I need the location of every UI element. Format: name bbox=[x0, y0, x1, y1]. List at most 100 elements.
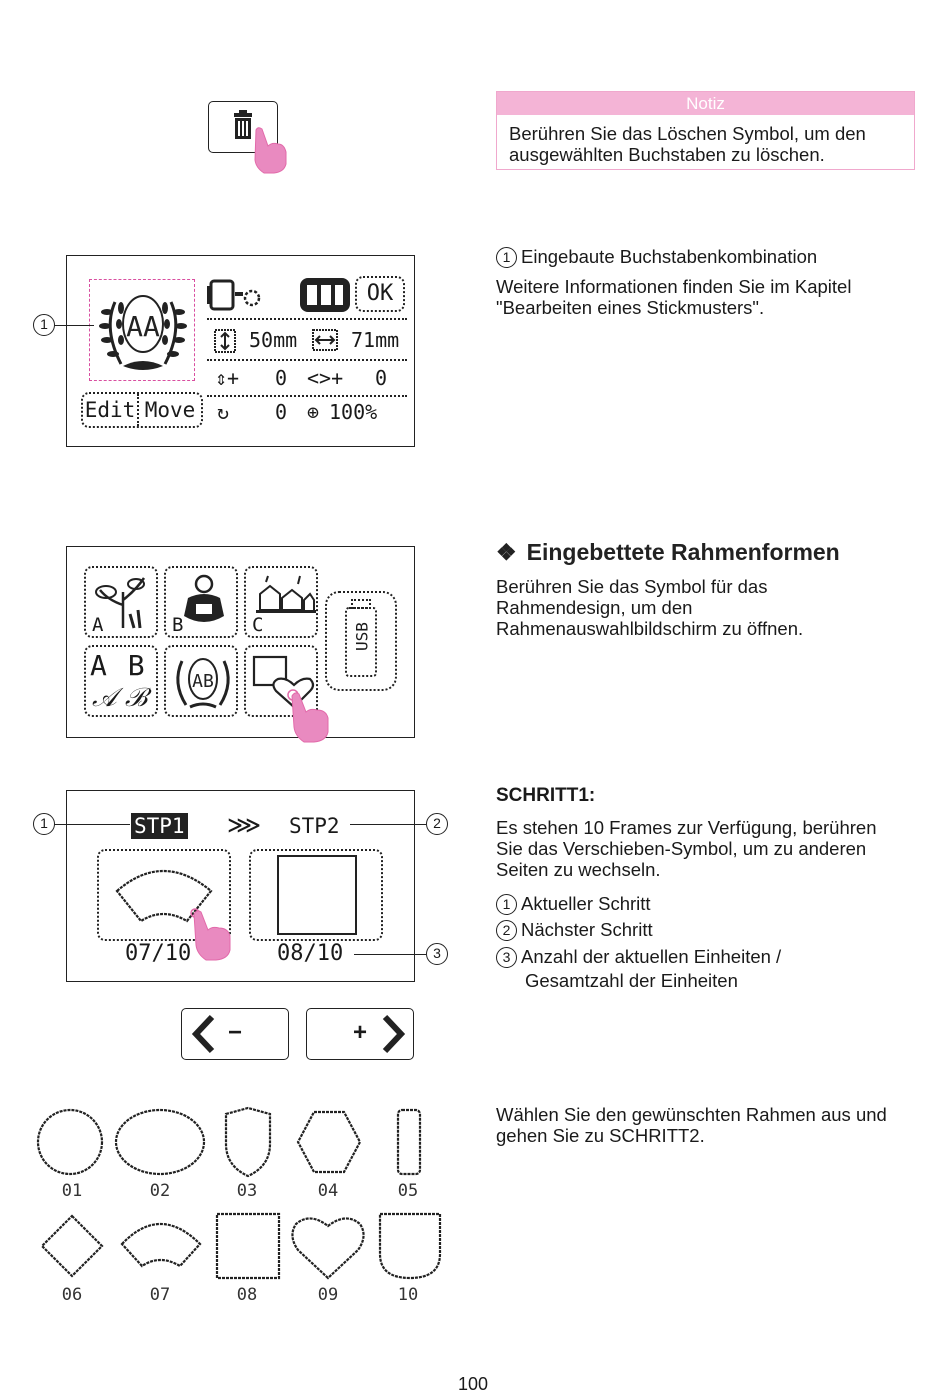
frame-shape-hexagon bbox=[296, 1110, 362, 1174]
svg-text:AB: AB bbox=[192, 671, 214, 692]
note-box: Notiz Berühren Sie das Löschen Symbol, u… bbox=[496, 91, 915, 170]
choose-frame-text: Wählen Sie den gewünschten Rahmen aus un… bbox=[496, 1104, 887, 1146]
step-arrows: ⋙ bbox=[227, 811, 262, 839]
frame-option-next[interactable] bbox=[249, 849, 383, 941]
category-tile-frames[interactable] bbox=[244, 645, 318, 717]
step1-body: Es stehen 10 Frames zur Verfügung, berüh… bbox=[496, 817, 877, 880]
frame-shapes-icon bbox=[252, 655, 315, 709]
circled-number: 1 bbox=[496, 247, 517, 268]
builtin-body: Weitere Informationen finden Sie im Kapi… bbox=[496, 276, 852, 318]
zoom-icon[interactable]: ⊕ bbox=[307, 400, 320, 424]
width-value: 71mm bbox=[351, 328, 400, 352]
step1-item-text: Anzahl der aktuellen Einheiten / Gesamtz… bbox=[521, 946, 782, 991]
next-label: + bbox=[353, 1019, 368, 1046]
lcd-screen-categories: A B C USB A B 𝒜 ℬ AB bbox=[66, 546, 415, 738]
frame-shapes-grid bbox=[36, 1106, 442, 1280]
frame-shape-fan bbox=[120, 1223, 202, 1268]
circled-number: 3 bbox=[496, 947, 517, 968]
trash-icon bbox=[234, 110, 252, 139]
character-icon bbox=[184, 574, 224, 622]
frames-heading: ❖ Eingebettete Rahmenformen bbox=[496, 539, 840, 566]
rotate-icon[interactable]: ↻ bbox=[217, 400, 230, 424]
category-tile-a[interactable]: A bbox=[84, 566, 158, 638]
horizontal-offset-value: 0 bbox=[375, 366, 388, 390]
script-ab: 𝒜 ℬ bbox=[92, 683, 147, 713]
zoom-value: 100% bbox=[329, 400, 378, 424]
frames-heading-text: Eingebettete Rahmenformen bbox=[526, 539, 840, 565]
frame-number-label: 07 bbox=[149, 1285, 171, 1305]
note-text: Berühren Sie das Löschen Symbol, um den … bbox=[509, 123, 866, 165]
callout-number: 1 bbox=[33, 813, 55, 835]
width-icon bbox=[312, 329, 338, 351]
step1-item-text: Aktueller Schritt bbox=[521, 893, 651, 914]
monogram-icon: AB bbox=[176, 658, 230, 709]
fan-frame-icon bbox=[115, 870, 213, 923]
diamond-bullet-icon: ❖ bbox=[496, 539, 517, 565]
ok-button[interactable]: OK bbox=[355, 276, 405, 312]
callout-number: 2 bbox=[426, 813, 448, 835]
vertical-offset-value: 0 bbox=[275, 366, 288, 390]
step-next-label: STP2 bbox=[289, 814, 340, 838]
frame-number-label: 05 bbox=[397, 1181, 419, 1201]
move-button[interactable]: Move bbox=[144, 398, 196, 422]
frame-shape-square bbox=[215, 1212, 281, 1280]
houses-icon bbox=[256, 575, 316, 613]
frame-shape-diamond bbox=[40, 1214, 104, 1278]
frame-shape-shield bbox=[224, 1106, 272, 1178]
page-number: 100 bbox=[457, 1374, 489, 1392]
frame-shape-heart bbox=[291, 1217, 365, 1280]
prev-label: − bbox=[228, 1019, 243, 1046]
frame-size-icon[interactable] bbox=[207, 278, 269, 314]
edit-button[interactable]: Edit bbox=[83, 394, 139, 426]
tile-label: C bbox=[252, 614, 264, 636]
letters-ab: A B bbox=[90, 649, 147, 682]
callout-number: 1 bbox=[33, 314, 55, 336]
lock-pattern-icon[interactable] bbox=[299, 276, 353, 314]
usb-button[interactable]: USB bbox=[325, 591, 397, 691]
finger-pointer-icon bbox=[254, 127, 287, 174]
category-tile-c[interactable]: C bbox=[244, 566, 318, 638]
circled-number: 2 bbox=[496, 920, 517, 941]
frame-number-label: 10 bbox=[397, 1285, 419, 1305]
frame-number-label: 06 bbox=[61, 1285, 83, 1305]
frame-shape-oval bbox=[114, 1108, 206, 1176]
frame-shape-pill bbox=[396, 1108, 422, 1176]
edit-move-button-group: Edit Move bbox=[81, 392, 203, 428]
page-count-current: 07/10 bbox=[125, 941, 192, 966]
usb-label: USB bbox=[352, 622, 372, 651]
tile-label: A bbox=[92, 614, 104, 636]
delete-button[interactable] bbox=[208, 101, 278, 153]
frame-number-label: 01 bbox=[61, 1181, 83, 1201]
step-current-label: STP1 bbox=[131, 813, 188, 839]
chevron-left-icon bbox=[191, 1014, 215, 1054]
chevron-right-icon bbox=[382, 1014, 406, 1054]
frames-body: Berühren Sie das Symbol für das Rahmende… bbox=[496, 576, 804, 639]
frame-number-label: 08 bbox=[236, 1285, 258, 1305]
step1-heading: SCHRITT1: bbox=[496, 785, 596, 806]
frame-option-current[interactable] bbox=[97, 849, 231, 941]
next-page-button[interactable]: + bbox=[306, 1008, 414, 1060]
selected-design-frame[interactable] bbox=[89, 279, 195, 381]
step1-item-text: Nächster Schritt bbox=[521, 919, 653, 940]
lcd-screen-monogram: AA OK 50mm 71mm ⇕+ 0 <>+ 0 Edit Move ↻ 0… bbox=[66, 255, 415, 447]
lcd-screen-step1: STP1 ⋙ STP2 07/10 08/10 bbox=[66, 790, 415, 982]
vertical-offset-icon: ⇕+ bbox=[215, 366, 240, 390]
height-value: 50mm bbox=[249, 328, 298, 352]
builtin-heading-text: Eingebaute Buchstabenkombination bbox=[521, 246, 818, 267]
prev-page-button[interactable]: − bbox=[181, 1008, 289, 1060]
tile-label: B bbox=[172, 614, 184, 636]
frame-shape-circle bbox=[36, 1108, 104, 1176]
category-tile-b[interactable]: B bbox=[164, 566, 238, 638]
frame-number-label: 02 bbox=[149, 1181, 171, 1201]
circled-number: 1 bbox=[496, 894, 517, 915]
frame-number-label: 09 bbox=[317, 1285, 339, 1305]
category-tile-monogram[interactable]: AB bbox=[164, 645, 238, 717]
category-tile-letters[interactable]: A B 𝒜 ℬ bbox=[84, 645, 158, 717]
finger-pointer-icon bbox=[287, 689, 329, 743]
monogram-wreath-icon: AA bbox=[99, 295, 187, 370]
flower-icon bbox=[95, 577, 146, 629]
